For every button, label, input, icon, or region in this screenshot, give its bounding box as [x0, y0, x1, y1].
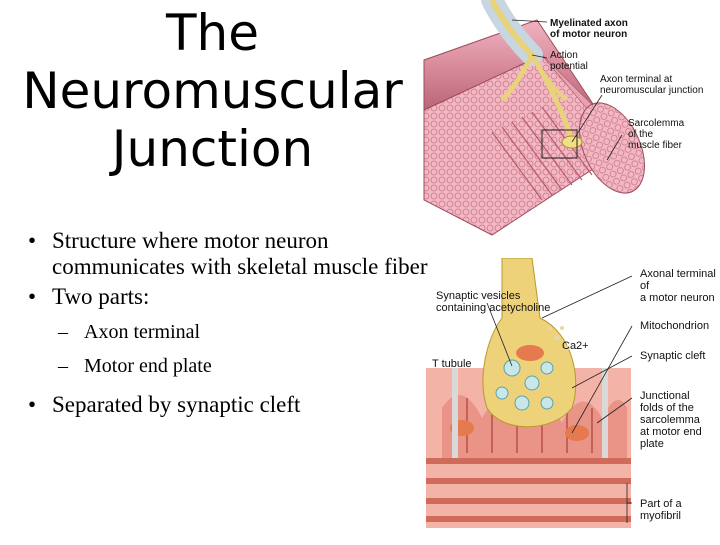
muscle-fiber-illustration	[423, 0, 645, 236]
label-axonal-terminal: Axonal terminal of a motor neuron	[640, 268, 716, 304]
label-sarcolemma: Sarcolemma of the muscle fiber	[628, 118, 685, 151]
synapse-detail-figure: Synaptic vesicles containing acetycholin…	[422, 257, 720, 540]
bullet-list: Structure where motor neuron communicate…	[28, 228, 428, 422]
label-myofibril: Part of a myofibril	[640, 498, 682, 522]
label-junctional-folds: Junctional folds of the sarcolemma at mo…	[640, 390, 702, 450]
title-line-3: Junction	[111, 120, 314, 178]
slide-title: The Neuromuscular Junction	[0, 4, 425, 178]
label-myelinated-axon: Myelinated axon of motor neuron	[550, 18, 628, 40]
sub-bullet-motor-end-plate: –Motor end plate	[58, 355, 212, 377]
label-synaptic-vesicles: Synaptic vesicles containing acetycholin…	[436, 290, 551, 314]
sub-bullet-axon-terminal: –Axon terminal	[58, 321, 201, 343]
label-t-tubule: T tubule	[432, 358, 472, 370]
label-synaptic-cleft: Synaptic cleft	[640, 350, 706, 362]
title-line-1: The	[166, 4, 259, 62]
label-axon-terminal-nmj: Axon terminal at neuromuscular junction	[600, 74, 704, 96]
label-calcium: Ca2+	[562, 340, 589, 352]
muscle-fiber-figure: Myelinated axon of motor neuron Action p…	[422, 0, 720, 258]
bullet-two-parts: Two parts:	[28, 284, 428, 310]
bullet-structure: Structure where motor neuron communicate…	[28, 228, 428, 280]
bullet-synaptic-cleft: Separated by synaptic cleft	[28, 392, 428, 418]
title-line-2: Neuromuscular	[22, 62, 403, 120]
label-mitochondrion: Mitochondrion	[640, 320, 710, 332]
label-action-potential: Action potential	[550, 50, 588, 72]
synapse-illustration	[426, 257, 633, 528]
